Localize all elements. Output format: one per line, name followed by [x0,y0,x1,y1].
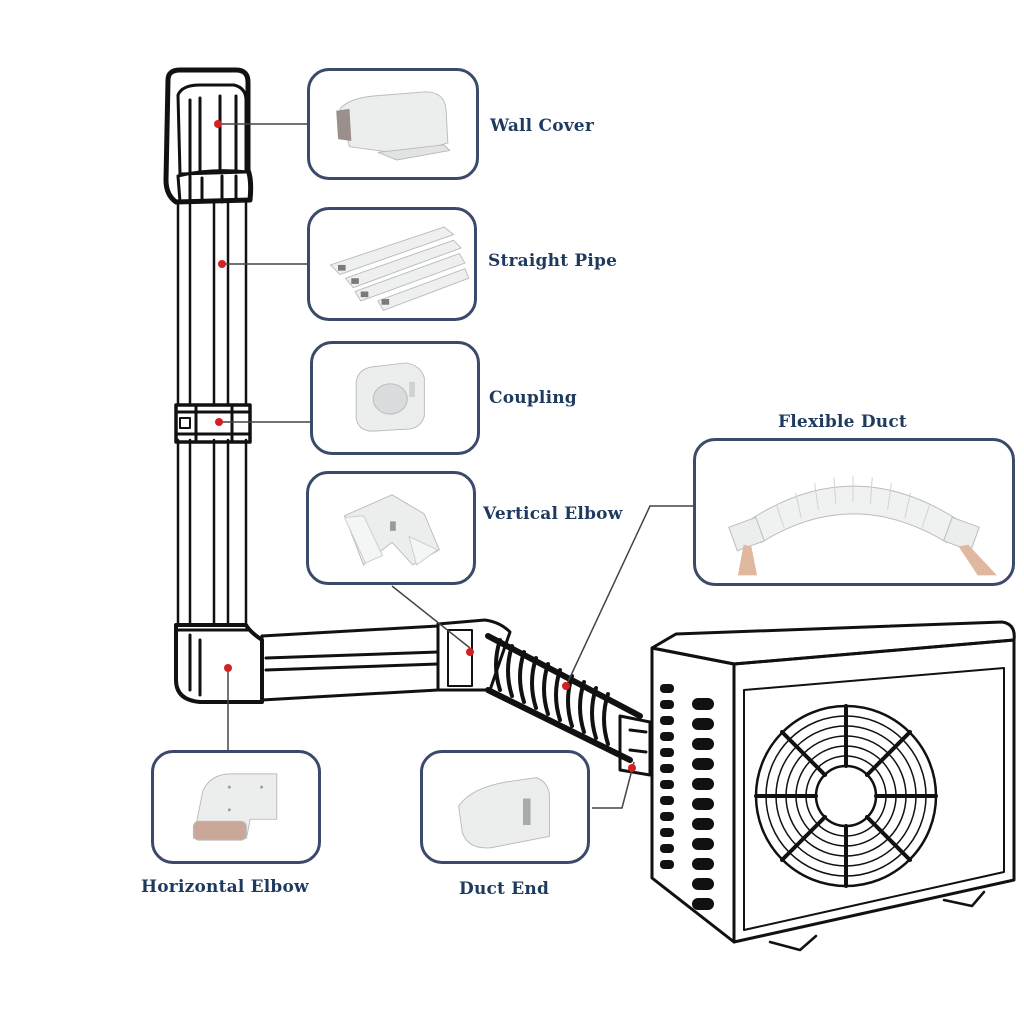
vertical-elbow-photo [343,494,440,566]
wall-cover-card [307,68,479,180]
duct-end-drawing [618,714,652,777]
flexible-duct-photo [728,475,997,576]
component-markers [214,120,636,772]
vertical-elbow-card [306,471,476,585]
outdoor-unit-drawing [650,620,1016,952]
coupling-photo [355,362,425,432]
straight-pipe-label: Straight Pipe [488,251,618,271]
wall-cover-drawing [163,67,254,205]
flexible-duct-card [693,438,1015,586]
coupling-card [310,341,480,455]
horizontal-elbow-photo [192,773,278,841]
leader-lines [218,123,694,809]
flexible-duct-label: Flexible Duct [778,412,907,432]
horizontal-elbow-drawing [174,623,264,704]
horizontal-pipe-drawing [260,624,440,702]
straight-pipe-drawing [176,200,248,627]
straight-pipe-card [307,207,477,321]
horizontal-elbow-card [151,750,321,864]
flexible-duct-drawing [485,633,643,763]
straight-pipe-photo [329,226,470,312]
coupling-label: Coupling [489,388,577,408]
duct-end-photo [458,777,550,849]
horizontal-elbow-label: Horizontal Elbow [141,877,309,897]
fan-grille-icon [754,704,938,888]
duct-end-label: Duct End [459,879,550,899]
wall-cover-photo [336,91,451,161]
wall-cover-label: Wall Cover [490,116,594,136]
coupling-drawing [174,403,252,444]
vertical-elbow-label: Vertical Elbow [483,504,623,524]
duct-end-card [420,750,590,864]
